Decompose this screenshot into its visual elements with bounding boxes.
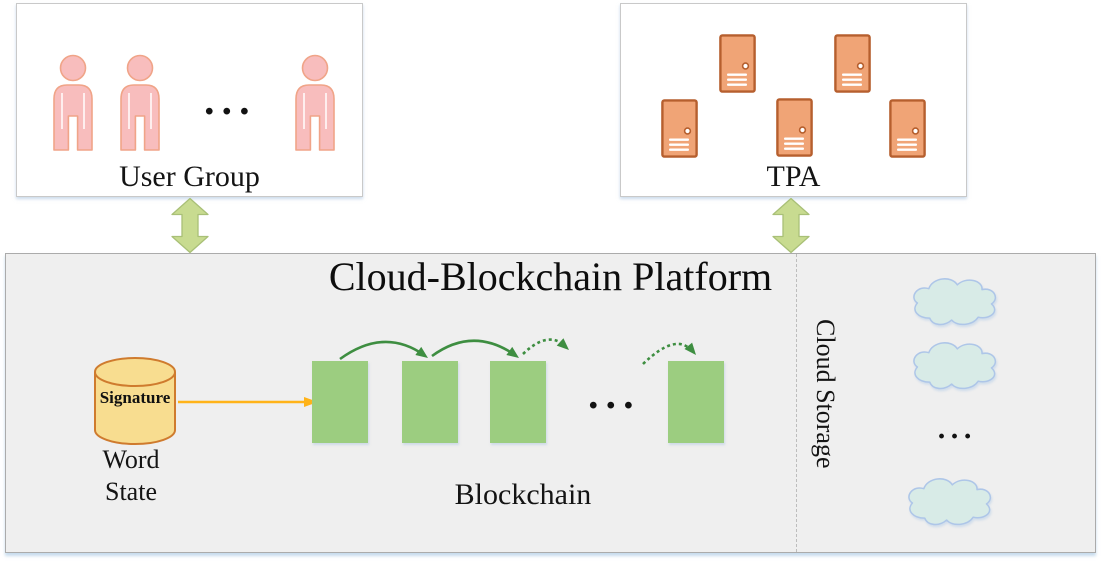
cloud-storage-label: Cloud Storage <box>811 319 840 469</box>
platform-title: Cloud-Blockchain Platform <box>328 254 773 299</box>
blockchain-ellipsis: ... <box>587 375 640 417</box>
cloud-icon <box>913 342 997 390</box>
user-group-ellipsis: ... <box>203 81 256 123</box>
blockchain-block <box>312 361 368 443</box>
signature-label: Signature <box>99 388 171 407</box>
cylinder-icon <box>94 357 176 445</box>
user-group-label: User Group <box>119 159 260 193</box>
auditor-door-icon <box>719 34 756 93</box>
person-icon <box>120 54 160 151</box>
cloud-icon <box>913 278 997 326</box>
signature-database-cylinder: Signature <box>93 355 177 447</box>
chain-link-arrows-icon <box>339 338 696 365</box>
cloud-storage-ellipsis: ... <box>937 415 977 445</box>
word-state-caption: Word State <box>66 444 196 507</box>
auditor-door-icon <box>834 34 871 93</box>
double-arrow-icon <box>171 197 209 254</box>
blockchain-label: Blockchain <box>454 478 592 511</box>
blockchain-block <box>402 361 458 443</box>
tpa-label: TPA <box>766 159 821 193</box>
auditor-door-icon <box>661 99 698 158</box>
user-group-box: ... User Group <box>16 3 363 197</box>
blockchain-block <box>490 361 546 443</box>
signature-flow-arrow-icon <box>178 397 318 407</box>
cloud-icon <box>908 478 992 526</box>
auditor-door-icon <box>889 99 926 158</box>
person-icon <box>295 54 335 151</box>
cloud-blockchain-platform-panel: Cloud-Blockchain Platform Signature Word… <box>5 253 1096 553</box>
person-icon <box>53 54 93 151</box>
word-state-line1: Word <box>102 445 160 474</box>
double-arrow-icon <box>772 197 810 254</box>
blockchain-block <box>668 361 724 443</box>
word-state-line2: State <box>105 476 157 506</box>
auditor-door-icon <box>776 98 813 157</box>
storage-divider-dashed-line <box>796 254 797 552</box>
tpa-box: TPA <box>620 3 967 197</box>
